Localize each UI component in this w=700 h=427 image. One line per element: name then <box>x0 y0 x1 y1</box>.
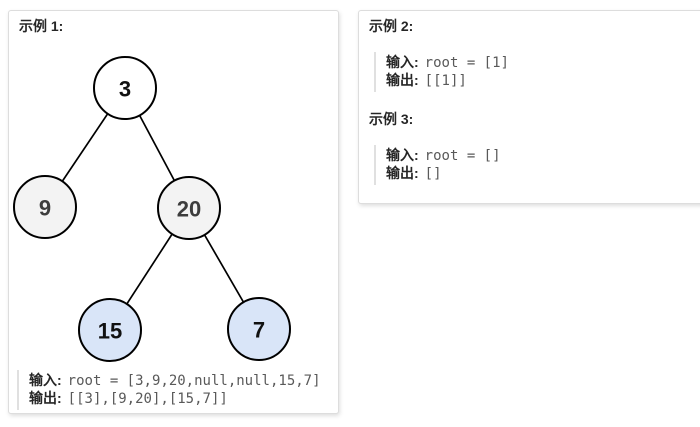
output-label: 输出: <box>29 390 62 406</box>
examples-2-3-card: 示例 2: 输入: root = [1] 输出: [[1]] 示例 3: 输入: ro… <box>358 10 700 204</box>
example-3-input-line: 输入: root = [] <box>386 147 699 165</box>
example-2-title: 示例 2: <box>369 18 414 34</box>
example-1-input-line: 输入: root = [3,9,20,null,null,15,7] <box>29 372 336 390</box>
tree-node-label: 7 <box>253 318 265 343</box>
tree-node-7 <box>227 297 291 361</box>
tree-node-20 <box>157 176 221 240</box>
tree-node-label: 20 <box>177 197 201 222</box>
tree-node-9 <box>13 175 77 239</box>
input-label: 输入: <box>386 147 419 163</box>
input-value: root = [3,9,20,null,null,15,7] <box>67 373 321 389</box>
input-label: 输入: <box>386 54 419 70</box>
input-label: 输入: <box>29 372 62 388</box>
input-value: root = [] <box>424 148 501 164</box>
tree-node-3 <box>93 56 157 120</box>
tree-node-label: 3 <box>119 77 131 102</box>
example-2-io-block: 输入: root = [1] 输出: [[1]] <box>374 52 699 92</box>
output-label: 输出: <box>386 72 419 88</box>
example-1-output-line: 输出: [[3],[9,20],[15,7]] <box>29 390 336 408</box>
example-2-input-line: 输入: root = [1] <box>386 54 699 72</box>
tree-node-15 <box>78 298 142 362</box>
output-label: 输出: <box>386 165 419 181</box>
example-3-title: 示例 3: <box>369 111 414 127</box>
example-1-card: 示例 1: 3 9 20 15 7 输入: root = [3,9,20,null,nul… <box>8 10 339 414</box>
example-3-io-block: 输入: root = [] 输出: [] <box>374 145 699 185</box>
example-3-output-line: 输出: [] <box>386 165 699 183</box>
tree-svg: 3 9 20 15 7 <box>13 56 291 362</box>
example-1-title: 示例 1: <box>19 18 64 34</box>
output-value: [] <box>424 166 442 182</box>
output-value: [[1]] <box>424 73 467 89</box>
input-value: root = [1] <box>424 55 509 71</box>
example-1-io-block: 输入: root = [3,9,20,null,null,15,7] 输出: [[3… <box>17 370 336 410</box>
tree-node-label: 9 <box>39 196 51 221</box>
tree-node-label: 15 <box>98 319 122 344</box>
output-value: [[3],[9,20],[15,7]] <box>67 391 228 407</box>
example-2-output-line: 输出: [[1]] <box>386 72 699 90</box>
